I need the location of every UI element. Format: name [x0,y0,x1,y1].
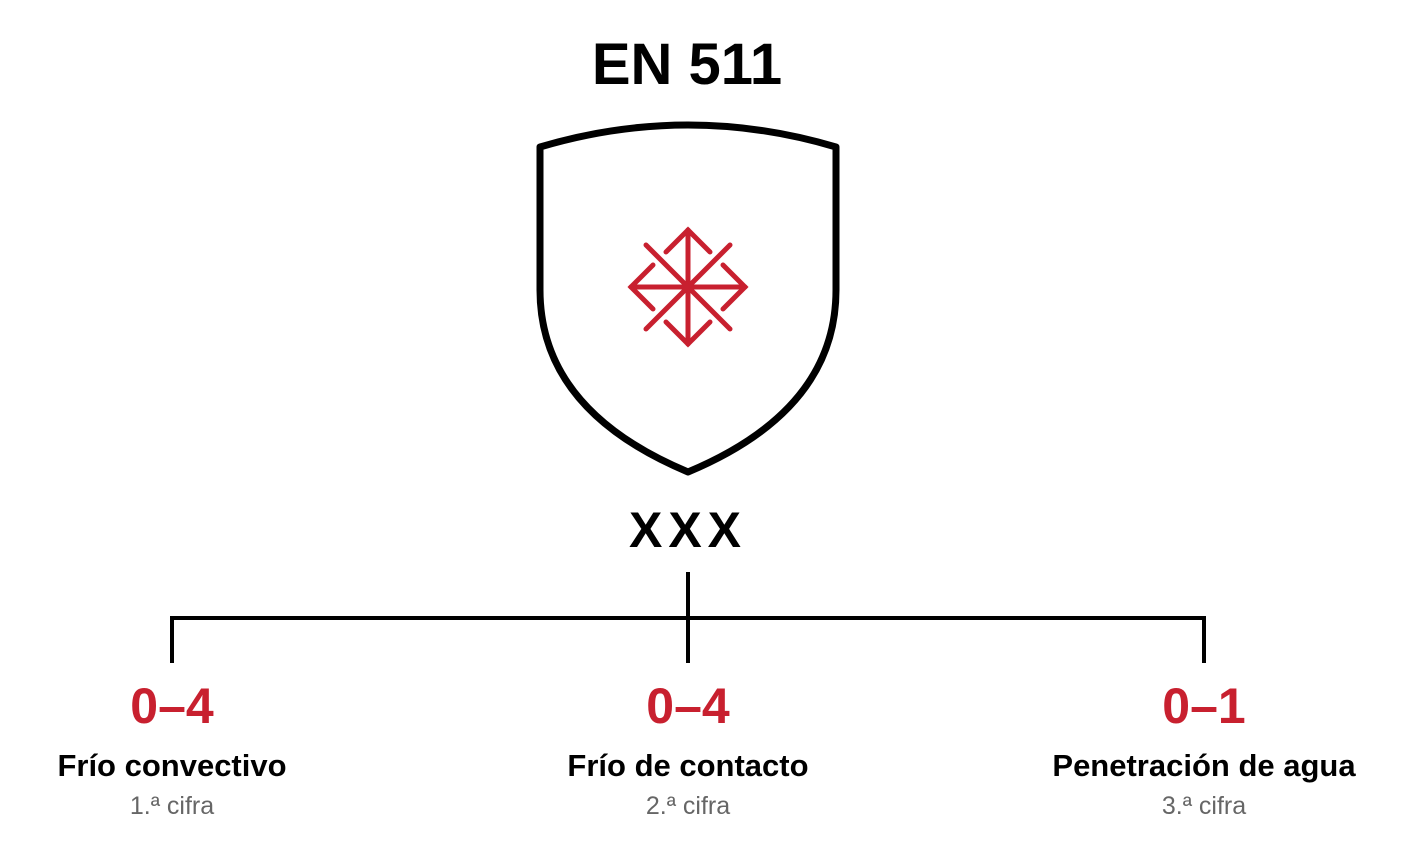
digit-2-label: Frío de contacto [567,748,809,783]
digit-1-label: Frío convectivo [57,748,287,783]
marking-code: XXX [628,502,748,558]
cold-snowflake-icon [627,226,749,348]
digit-3-range: 0–1 [1162,678,1246,734]
digit-3-block: 0–1 Penetración de agua 3.ª cifra [1004,678,1404,822]
standard-title: EN 511 [591,32,783,97]
digit-3-label: Penetración de agua [1052,748,1356,783]
digit-2-position: 2.ª cifra [645,792,731,820]
digit-2-block: 0–4 Frío de contacto 2.ª cifra [488,678,888,822]
digit-1-block: 0–4 Frío convectivo 1.ª cifra [0,678,372,822]
shield-outline [536,121,840,476]
digit-2-range: 0–4 [646,678,730,734]
digit-1-position: 1.ª cifra [129,792,215,820]
digit-3-position: 3.ª cifra [1161,792,1247,820]
digit-1-range: 0–4 [130,678,214,734]
